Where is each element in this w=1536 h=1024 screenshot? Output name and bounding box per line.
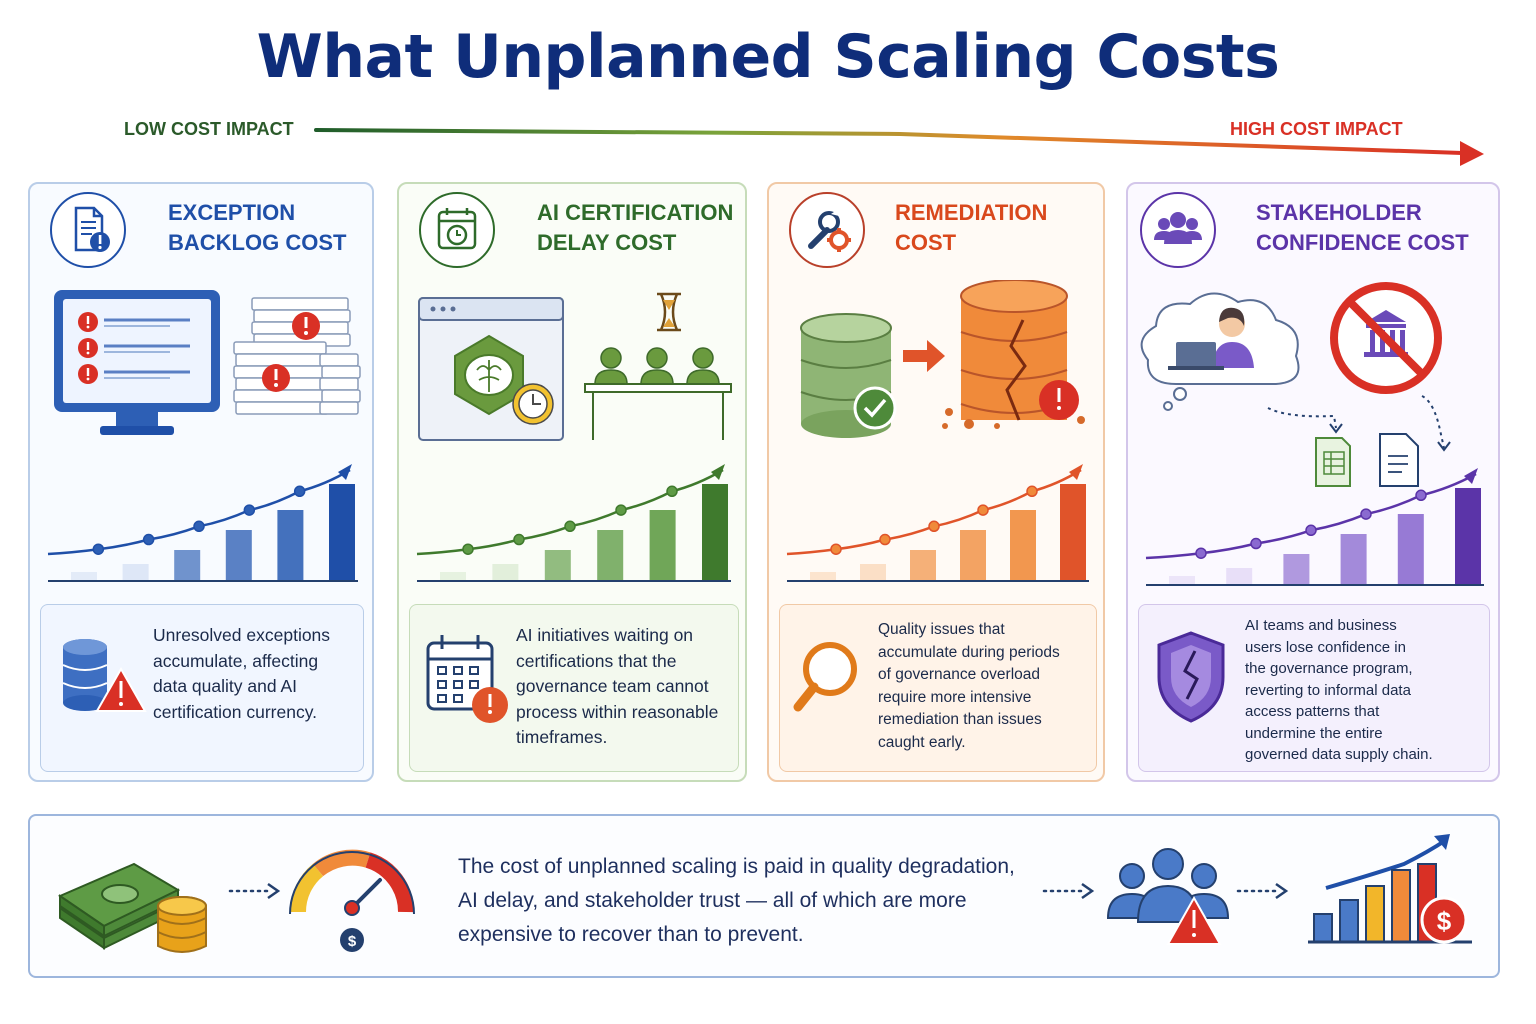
calendar-alert-icon: [426, 635, 508, 723]
trend-bar: [1397, 514, 1424, 584]
broken-shield-icon: [1157, 631, 1225, 723]
trend-bar: [1060, 484, 1086, 580]
card-title: STAKEHOLDER CONFIDENCE COST: [1256, 200, 1469, 255]
trend-point: [564, 520, 576, 533]
trend-point: [615, 504, 627, 516]
trend-bar: [440, 572, 466, 580]
trend-line: [786, 468, 1082, 556]
wrench-gear-icon: [789, 192, 865, 268]
trend-point: [462, 543, 474, 555]
cost-gauge-icon: $: [289, 849, 415, 952]
description-box: Unresolved exceptions accumulate, affect…: [40, 604, 364, 772]
summary-box: $ The cost of unplanned scaling is paid …: [28, 814, 1500, 978]
cost-trend-chart: [1145, 468, 1484, 586]
trend-bar: [277, 510, 304, 580]
money-stack-icon: [57, 862, 207, 953]
trend-bar: [810, 572, 836, 580]
cost-trend-chart: [416, 464, 731, 582]
card-title: EXCEPTION BACKLOG COST: [168, 200, 347, 255]
trend-bar: [1169, 576, 1195, 584]
calendar-clock-icon: [419, 192, 495, 268]
lost-confidence-illustration: [1140, 282, 1451, 487]
stakeholder-confidence-card: STAKEHOLDER CONFIDENCE COST A: [1126, 182, 1500, 782]
gauge-dollar-symbol: $: [348, 933, 357, 950]
trend-point: [830, 543, 842, 555]
trend-arrowhead: [1069, 464, 1083, 480]
trend-arrowhead: [1464, 468, 1478, 484]
ai-certification-delay-card: AI CERTIFICATION DELAY COST: [397, 182, 747, 782]
trend-bar: [1226, 568, 1253, 584]
trend-bar: [860, 564, 886, 580]
people-warning-icon: [1106, 848, 1230, 945]
trend-bar: [544, 550, 571, 580]
trend-point: [142, 533, 155, 546]
trend-point: [928, 520, 940, 533]
trend-arrowhead: [338, 464, 352, 480]
rising-cost-chart-icon: $: [1308, 834, 1472, 944]
trend-bar: [702, 484, 728, 580]
trend-bar: [1283, 554, 1310, 584]
description-box: AI initiatives waiting on certifications…: [409, 604, 739, 772]
trend-bar: [174, 550, 201, 580]
dotted-arrow-icon: [1236, 882, 1289, 900]
trend-point: [513, 533, 525, 546]
monitor-alerts-illustration: [54, 290, 361, 435]
trend-bar: [960, 530, 986, 580]
trend-point: [1250, 537, 1262, 550]
card-description: AI initiatives waiting on certifications…: [516, 625, 719, 747]
cost-trend-chart: [786, 464, 1089, 582]
trend-bar: [910, 550, 936, 580]
ai-review-panel-illustration: [418, 292, 732, 441]
exception-backlog-card: EXCEPTION BACKLOG COST: [28, 182, 374, 782]
card-description: Quality issues that accumulate during pe…: [878, 621, 1060, 751]
cost-trend-chart: [47, 464, 358, 582]
remediation-cost-card: REMEDIATION COST Quality issues that acc…: [767, 182, 1105, 782]
trend-point: [879, 533, 891, 546]
trend-point: [1026, 485, 1038, 498]
trend-point: [977, 504, 989, 516]
card-description: AI teams and business users lose confide…: [1245, 617, 1433, 763]
database-warning-icon: [62, 639, 147, 712]
description-box: Quality issues that accumulate during pe…: [779, 604, 1097, 772]
trend-point: [243, 504, 256, 516]
dotted-arrow-icon: [228, 882, 281, 900]
trend-point: [193, 520, 205, 533]
trend-line: [1145, 472, 1477, 560]
trend-point: [666, 485, 678, 498]
magnifier-icon: [793, 642, 857, 712]
trend-bar: [597, 530, 624, 580]
low-cost-impact-label: LOW COST IMPACT: [124, 119, 294, 139]
trend-bar: [1010, 510, 1036, 580]
trend-bar: [1455, 488, 1481, 584]
trend-bar: [1340, 534, 1367, 584]
cost-impact-arrow: [314, 128, 1484, 166]
trend-bar: [492, 564, 519, 580]
trend-point: [293, 485, 306, 498]
trend-bar: [71, 572, 97, 580]
database-cracked-illustration: [800, 280, 1085, 438]
trend-bar: [649, 510, 676, 580]
trend-bar: [122, 564, 149, 580]
trend-point: [92, 543, 105, 555]
page-title: What Unplanned Scaling Costs: [256, 22, 1280, 92]
trend-line: [47, 468, 351, 556]
trend-bar: [329, 484, 355, 580]
description-box: AI teams and business users lose confide…: [1138, 604, 1490, 772]
trend-line: [416, 468, 724, 556]
coin-dollar-symbol: $: [1437, 906, 1452, 936]
trend-bar: [225, 530, 252, 580]
card-title: AI CERTIFICATION DELAY COST: [537, 200, 734, 255]
trend-point: [1195, 547, 1207, 559]
card-description: Unresolved exceptions accumulate, affect…: [153, 625, 331, 722]
card-title: REMEDIATION COST: [895, 200, 1048, 255]
trend-point: [1305, 524, 1317, 537]
document-alert-icon: [50, 192, 126, 268]
high-cost-impact-label: HIGH COST IMPACT: [1230, 119, 1403, 139]
trend-point: [1415, 489, 1427, 502]
trend-point: [1360, 508, 1372, 520]
people-group-icon: [1140, 192, 1216, 268]
summary-text: The cost of unplanned scaling is paid in…: [458, 855, 1015, 946]
dotted-arrow-icon: [1042, 882, 1095, 900]
trend-arrowhead: [711, 464, 725, 480]
